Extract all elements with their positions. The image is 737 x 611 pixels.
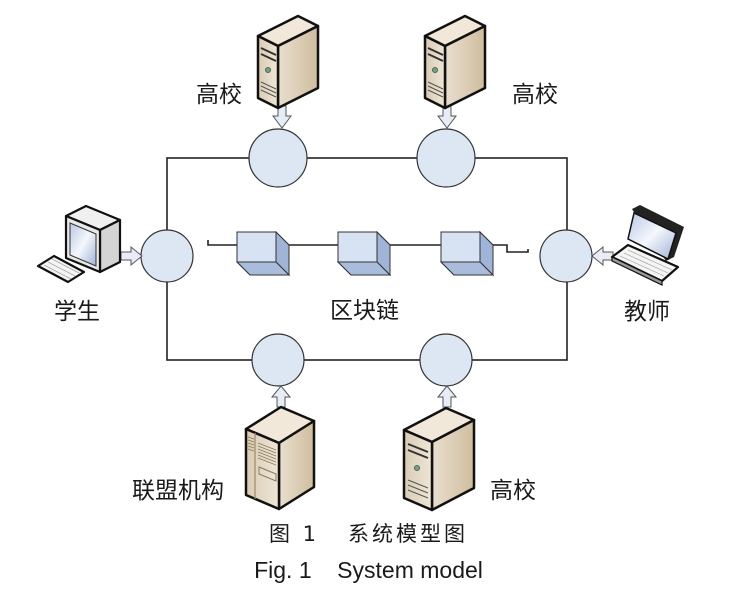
node-top-left xyxy=(248,128,308,188)
label-top-right-university: 高校 xyxy=(512,82,558,108)
arrow-left-right xyxy=(591,245,614,267)
label-student: 学生 xyxy=(54,299,100,325)
laptop-icon xyxy=(610,205,684,286)
node-left xyxy=(140,229,194,283)
block-1 xyxy=(235,230,291,277)
figure-caption-english: Fig. 1 System model xyxy=(254,557,483,583)
blockchain-link-line xyxy=(207,240,529,253)
label-bottom-right-university: 高校 xyxy=(490,478,536,504)
node-bottom-right xyxy=(419,333,473,387)
arrow-up-bottom-left xyxy=(270,385,292,408)
arrow-down-top-right xyxy=(437,105,457,129)
figure-caption-chinese: 图 1 系统模型图 xyxy=(268,522,469,546)
label-blockchain: 区块链 xyxy=(330,298,399,324)
arrow-up-bottom-right xyxy=(436,385,458,408)
server-tower-icon xyxy=(256,14,320,110)
block-3 xyxy=(439,230,495,277)
server-cabinet-icon xyxy=(244,405,316,511)
node-right xyxy=(539,229,593,283)
arrow-down-top-left xyxy=(272,105,292,129)
desktop-computer-icon xyxy=(36,204,122,284)
label-teacher: 教师 xyxy=(624,299,670,325)
server-tower-icon xyxy=(423,14,487,110)
label-top-left-university: 高校 xyxy=(196,82,242,108)
node-top-right xyxy=(416,128,476,188)
node-bottom-left xyxy=(251,333,305,387)
block-2 xyxy=(336,230,392,277)
arrow-right-left xyxy=(120,245,143,267)
server-tower-icon xyxy=(402,406,476,512)
label-alliance-institution: 联盟机构 xyxy=(132,478,224,504)
